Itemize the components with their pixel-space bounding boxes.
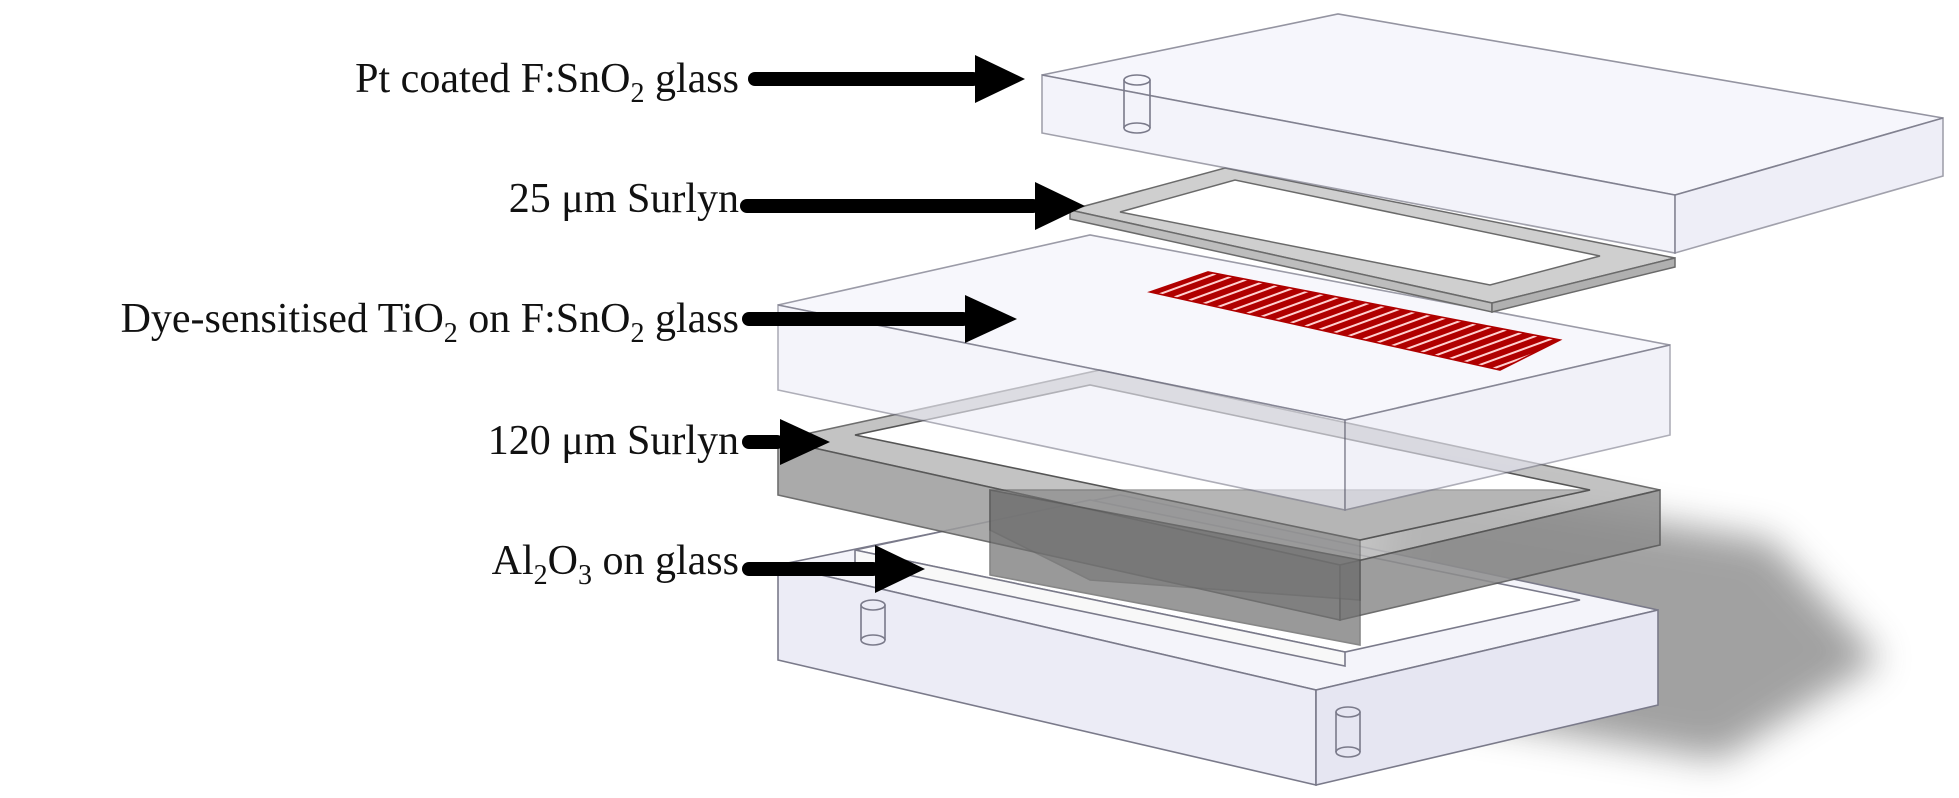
label-al2o3-a: Al: [491, 538, 534, 584]
label-dye-tio2-mid: on F:SnO: [457, 296, 631, 342]
label-al2o3-sub2: 3: [578, 559, 592, 591]
label-al2o3-b: O: [547, 538, 578, 584]
label-al2o3: Al2O3 on glass: [491, 538, 740, 589]
arrow-120um-surlyn: [742, 419, 830, 465]
label-al2o3-sub1: 2: [533, 559, 548, 591]
arrow-pt-glass: [748, 55, 1025, 103]
label-dye-tio2-prefix: Dye-sensitised TiO: [120, 296, 444, 342]
label-25um-surlyn-text: 25 μm Surlyn: [508, 176, 739, 222]
surlyn-25um-layer: [1069, 167, 1676, 313]
label-al2o3-suffix: on glass: [592, 538, 740, 584]
label-120um-surlyn-text: 120 μm Surlyn: [487, 418, 739, 464]
label-25um-surlyn: 25 μm Surlyn: [509, 178, 739, 220]
label-dye-tio2-suffix: glass: [644, 296, 739, 342]
label-pt-glass-sub: 2: [630, 77, 645, 109]
tio2-dye-strip: [1147, 271, 1563, 371]
label-120um-surlyn: 120 μm Surlyn: [488, 420, 739, 462]
arrow-tio2-glass: [742, 295, 1017, 343]
label-pt-glass-suffix: glass: [644, 56, 739, 102]
label-dye-tio2-sub1: 2: [443, 317, 458, 349]
arrow-25um-surlyn: [740, 182, 1085, 230]
arrow-al2o3: [742, 545, 925, 593]
tio2-glass-layer: [777, 234, 1671, 512]
top-glass-layer: [1041, 13, 1944, 255]
label-pt-glass-prefix: Pt coated F:SnO: [355, 56, 631, 102]
label-dye-tio2: Dye-sensitised TiO2 on F:SnO2 glass: [120, 296, 739, 347]
label-dye-tio2-sub2: 2: [630, 317, 645, 349]
label-pt-glass: Pt coated F:SnO2 glass: [355, 56, 739, 107]
arrows: [740, 55, 1085, 593]
